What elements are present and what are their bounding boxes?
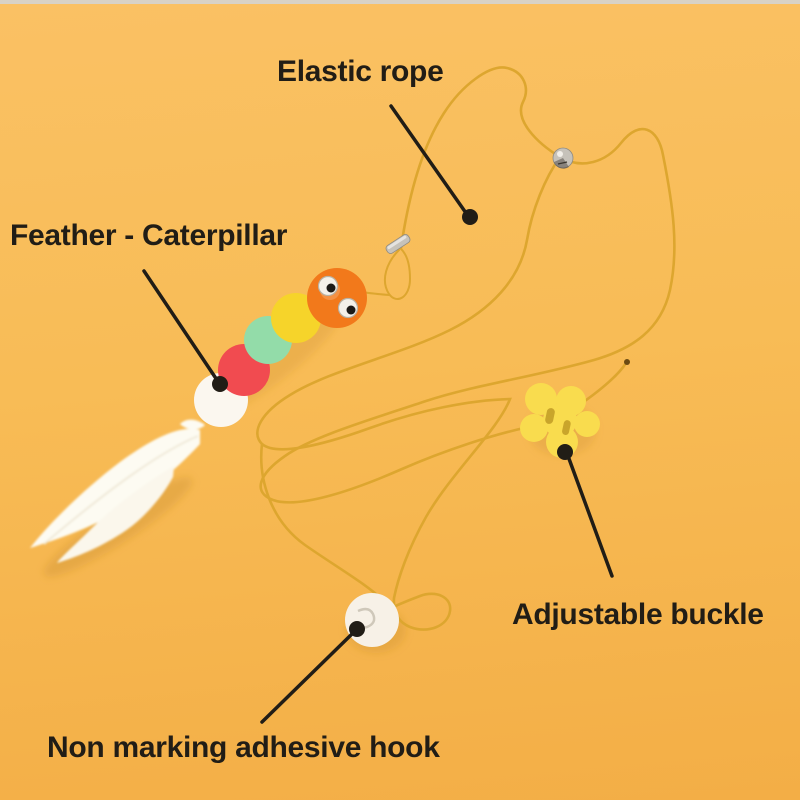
callout-dot-adhesive-hook bbox=[349, 621, 365, 637]
adhesive-hook-drawing bbox=[345, 593, 399, 647]
callout-dot-adjustable-buckle bbox=[557, 444, 573, 460]
buckle-lobe bbox=[525, 383, 557, 415]
rope-lower-loop bbox=[260, 442, 387, 604]
rope-top-loop bbox=[399, 66, 562, 250]
callout-line-adhesive-hook bbox=[260, 631, 355, 724]
callout-dot-elastic-rope bbox=[462, 209, 478, 225]
bell-slit bbox=[557, 161, 568, 165]
buckle-slot bbox=[545, 408, 555, 424]
caterpillar-head bbox=[307, 268, 367, 328]
callout-dots bbox=[212, 209, 573, 637]
elastic-rope-drawing bbox=[256, 66, 676, 631]
eye-pupil bbox=[346, 305, 356, 315]
googly-eye-left bbox=[317, 275, 339, 297]
label-non-marking-adhesive-hook: Non marking adhesive hook bbox=[47, 731, 440, 764]
bell-highlight bbox=[557, 151, 563, 157]
buckle-lobe bbox=[520, 414, 548, 442]
hook-disc bbox=[345, 593, 399, 647]
buckle-slot bbox=[562, 420, 571, 436]
callout-lines bbox=[142, 104, 614, 724]
buckle-lobe bbox=[574, 411, 600, 437]
metal-clasp bbox=[385, 234, 411, 254]
feather-second bbox=[57, 466, 174, 563]
eye-pupil bbox=[326, 283, 336, 293]
clasp-shine bbox=[387, 235, 407, 249]
rope-right-arc bbox=[259, 127, 676, 504]
label-elastic-rope: Elastic rope bbox=[277, 55, 444, 88]
caterpillar-toy bbox=[194, 268, 367, 427]
callout-line-feather-caterpillar bbox=[142, 269, 219, 382]
feather-shaft bbox=[43, 435, 199, 545]
label-adjustable-buckle: Adjustable buckle bbox=[512, 598, 764, 631]
top-edge-strip bbox=[0, 0, 800, 4]
rope-middle-tangle bbox=[256, 155, 562, 631]
feather bbox=[30, 419, 205, 563]
callout-dot-feather-caterpillar bbox=[212, 376, 228, 392]
label-feather-caterpillar: Feather - Caterpillar bbox=[10, 219, 288, 252]
feather-tuft bbox=[180, 419, 205, 430]
rope-end-tip bbox=[624, 359, 630, 365]
adjustable-buckle-drawing bbox=[520, 383, 600, 458]
rope-clasp-loop bbox=[384, 247, 412, 300]
bell bbox=[552, 147, 574, 169]
googly-eye-right bbox=[337, 297, 359, 319]
callout-line-elastic-rope bbox=[389, 104, 468, 215]
callout-line-adjustable-buckle bbox=[566, 454, 614, 578]
